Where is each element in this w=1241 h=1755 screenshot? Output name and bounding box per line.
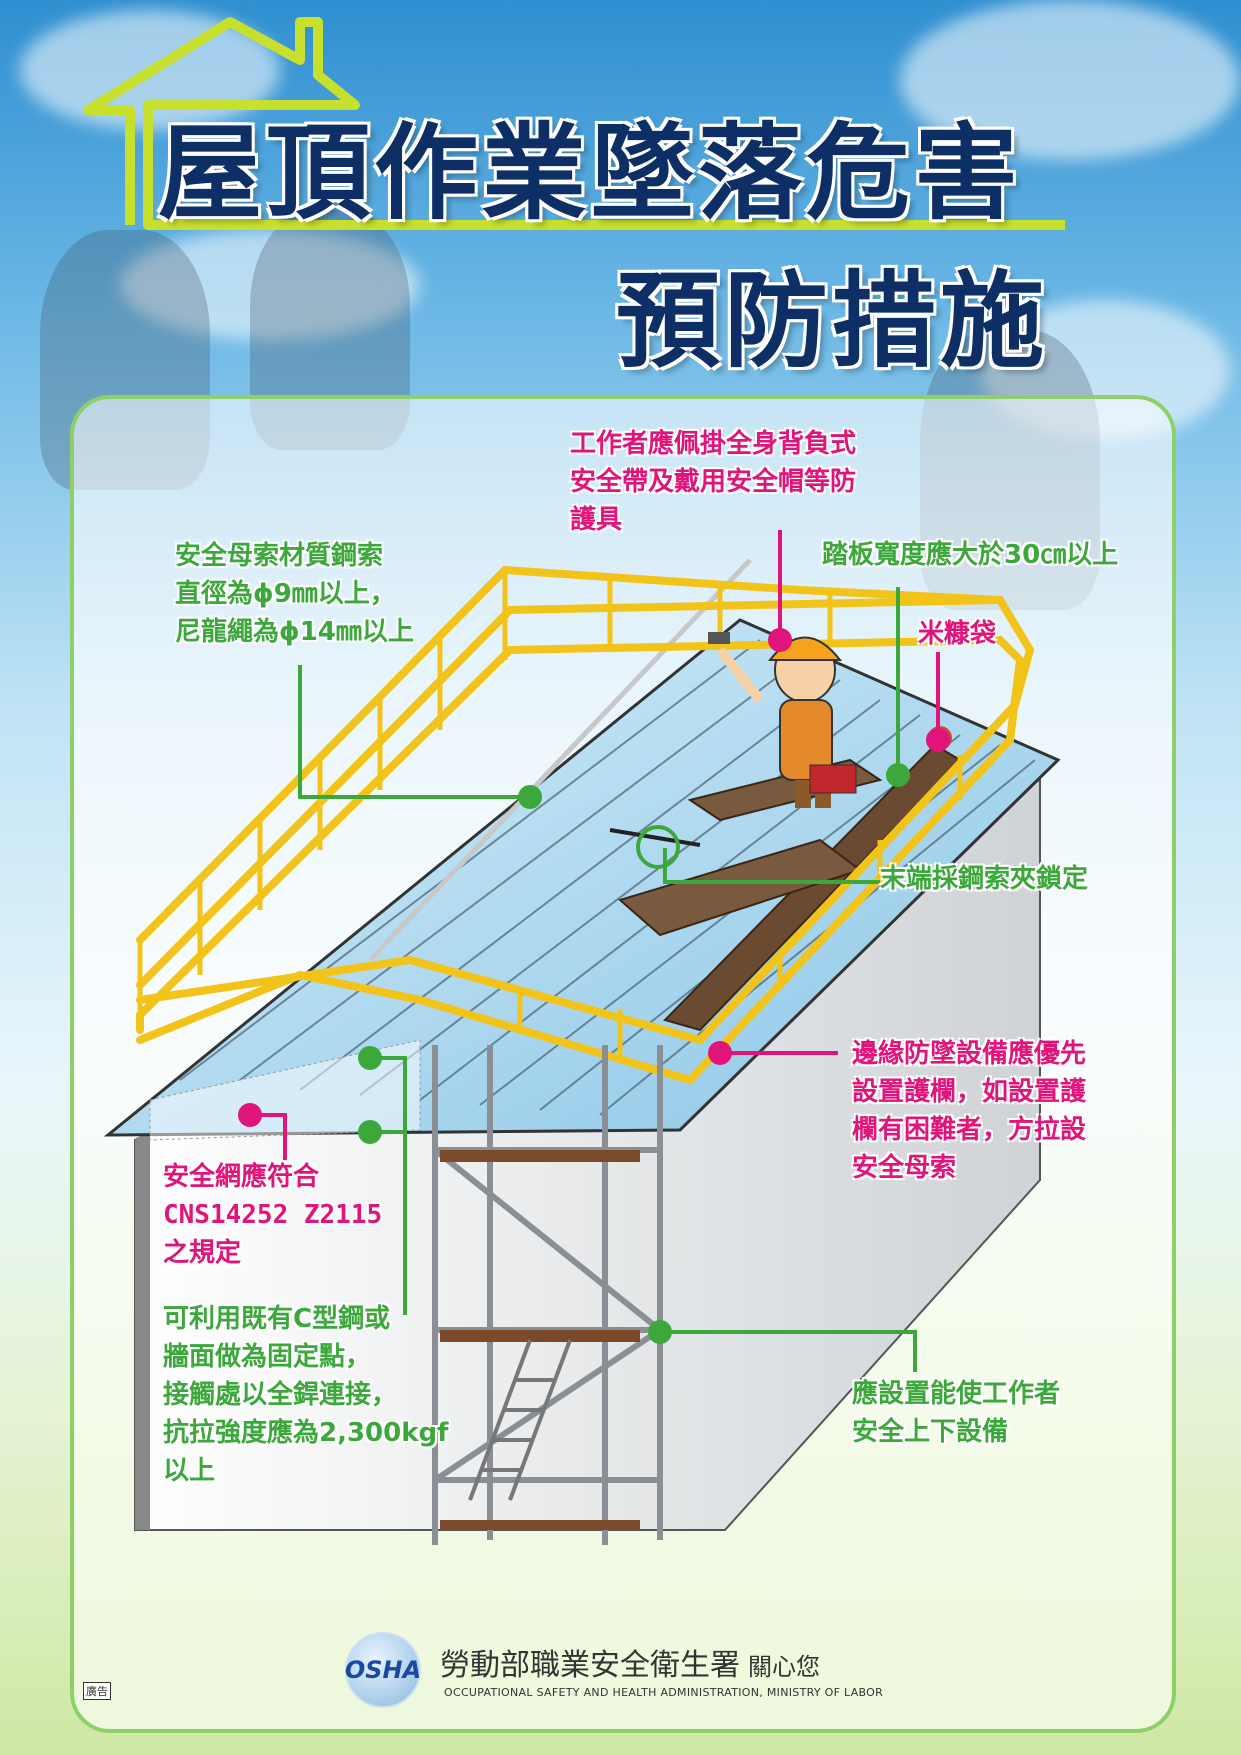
label-anchor-point: 可利用既有C型鋼或 牆面做為固定點， 接觸處以全銲連接， 抗拉強度應為2,300… (163, 1304, 449, 1486)
wall-edge (135, 1130, 150, 1530)
label-worker-ppe: 工作者應佩掛全身背負式 安全帶及戴用安全帽等防 護具 (570, 429, 857, 535)
advertisement-tag: 廣告 (83, 1682, 111, 1700)
agency-name-zh: 勞動部職業安全衛生署 (440, 1648, 740, 1683)
lifeline-cable (368, 558, 752, 962)
cloud (900, 0, 1240, 160)
scaffold-ladder (468, 1339, 572, 1501)
label-access-equipment: 應設置能使工作者 安全上下設備 (852, 1379, 1061, 1447)
agency-name-en: OCCUPATIONAL SAFETY AND HEALTH ADMINISTR… (444, 1686, 884, 1699)
scaffold-deck (440, 1150, 640, 1162)
callout-dots-green (358, 763, 910, 1344)
callout-dots-pink (238, 628, 950, 1127)
poster-title-line2: 預防措施 (616, 260, 1049, 382)
clamp-highlight (636, 825, 680, 869)
label-edge-protection: 邊緣防墜設備應優先 設置護欄，如設置護 欄有困難者，方拉設 安全母索 (852, 1039, 1087, 1183)
safety-net (149, 1039, 421, 1141)
wire-rope-clamp (609, 828, 701, 847)
label-plank-width: 踏板寬度應大於30㎝以上 (822, 540, 1119, 570)
cloud (120, 230, 420, 340)
worker-figure (708, 632, 857, 808)
agency-name: 勞動部職業安全衛生署關心您 (440, 1640, 820, 1684)
label-lifeline-spec: 安全母索材質鋼索 直徑為ϕ9㎜以上， 尼龍繩為ϕ14㎜以上 (175, 541, 414, 647)
agency-care-text: 關心您 (748, 1653, 820, 1681)
scaffold-deck (440, 1520, 640, 1530)
scaffold-deck (440, 1330, 640, 1342)
label-rice-bran-bag: 米糠袋 (918, 619, 997, 649)
poster-title-line1: 屋頂作業墜落危害 (158, 112, 1023, 234)
house-outline-icon (83, 17, 1065, 230)
label-end-clamp: 末端採鋼索夾鎖定 (880, 864, 1089, 894)
label-safety-net: 安全網應符合 CNS14252 Z2115 之規定 (163, 1162, 383, 1268)
osha-logo: OSHA (345, 1632, 421, 1708)
